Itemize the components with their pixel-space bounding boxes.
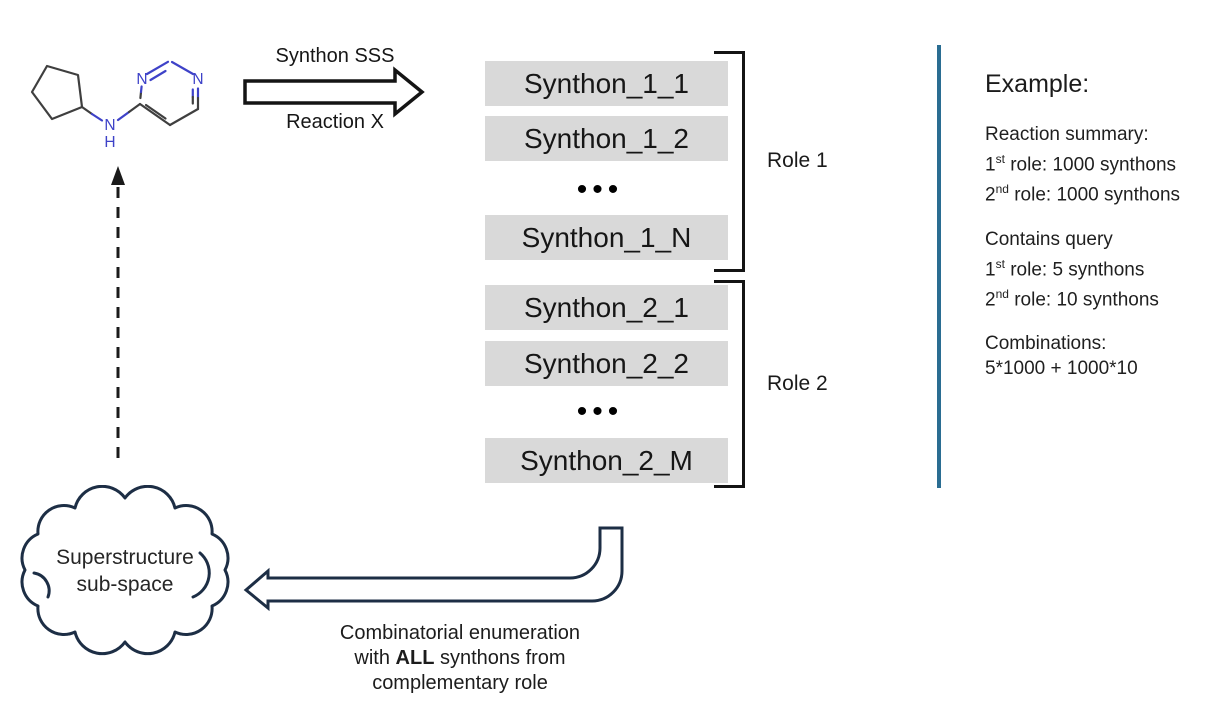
amine-nitrogen-label: N <box>104 117 115 134</box>
synthon-box: Synthon_2_1 <box>485 285 728 330</box>
bond <box>149 69 167 82</box>
synthon-box: Synthon_2_2 <box>485 341 728 386</box>
combinations-heading: Combinations: <box>985 333 1107 354</box>
role1-bracket <box>714 51 745 272</box>
bond <box>145 60 170 76</box>
combinations-section: Combinations: 5*1000 + 1000*10 <box>985 331 1138 381</box>
synthon-box: Synthon_1_2 <box>485 116 728 161</box>
reaction-arrow-bottom-label: Reaction X <box>286 111 384 133</box>
reaction-arrow <box>243 66 425 118</box>
bond <box>116 110 131 122</box>
reaction-summary-line1: 1st role: 1000 synthons <box>985 152 1177 176</box>
synthon-box: Synthon_1_1 <box>485 61 728 106</box>
synthon-box: Synthon_2_M <box>485 438 728 483</box>
role2-label: Role 2 <box>767 372 828 395</box>
bond <box>80 105 94 116</box>
reaction-summary-section: Reaction summary: 1st role: 1000 synthon… <box>985 122 1180 208</box>
contains-query-line2: 2nd role: 10 synthons <box>985 287 1159 311</box>
role1-label: Role 1 <box>767 149 828 172</box>
bond <box>139 85 143 94</box>
ellipsis-dots: ••• <box>576 395 624 428</box>
reaction-summary-heading: Reaction summary: <box>985 124 1149 145</box>
bond <box>138 102 172 127</box>
bond <box>127 102 142 114</box>
dashed-feedback-arrow <box>111 166 125 465</box>
caption-line3: complementary role <box>372 672 548 694</box>
cloud-outline-icon <box>20 485 230 656</box>
bond <box>90 112 104 122</box>
cloud-label-line2: sub-space <box>77 573 174 596</box>
synthon-box: Synthon_1_N <box>485 215 728 260</box>
contains-query-line1: 1st role: 5 synthons <box>985 257 1145 281</box>
example-title: Example: <box>985 70 1090 98</box>
bent-arrow-icon <box>243 526 624 612</box>
reaction-summary-line2: 2nd role: 1000 synthons <box>985 182 1181 206</box>
cloud-inner-arc-left <box>32 571 51 599</box>
enumeration-arrow <box>243 526 624 612</box>
cloud-inner-arc-right <box>191 551 211 599</box>
caption-line2: with ALL synthons from <box>354 647 566 669</box>
arrowhead-up-icon <box>111 166 125 185</box>
amine-hydrogen-label: H <box>104 134 115 151</box>
right-block-arrow-icon <box>243 66 425 118</box>
cloud-label-line1: Superstructure <box>56 546 194 569</box>
caption-line1: Combinatorial enumeration <box>339 622 581 644</box>
section-divider <box>937 45 941 488</box>
ellipsis-dots: ••• <box>576 173 624 206</box>
bond <box>144 103 167 120</box>
superstructure-cloud: Superstructure sub-space <box>20 485 230 656</box>
enumeration-caption: Combinatorial enumeration with ALL synth… <box>270 621 650 696</box>
role2-bracket <box>714 280 745 488</box>
ring-nitrogen-right-label: N <box>192 71 203 88</box>
query-molecule: N H N N <box>30 60 204 151</box>
bond <box>168 107 200 127</box>
bond <box>170 60 195 76</box>
contains-query-section: Contains query 1st role: 5 synthons 2nd … <box>985 227 1159 313</box>
contains-query-heading: Contains query <box>985 229 1113 250</box>
cyclopentane-ring <box>30 64 84 121</box>
ring-nitrogen-left-label: N <box>136 71 147 88</box>
reaction-arrow-top-label: Synthon SSS <box>275 45 395 67</box>
combinations-value: 5*1000 + 1000*10 <box>985 358 1138 379</box>
